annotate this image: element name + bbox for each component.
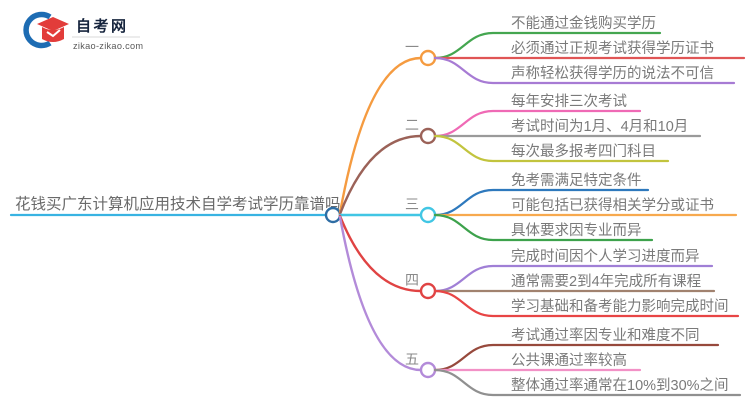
branch-5-item-1-text[interactable]: 考试通过率因专业和难度不同 [511, 327, 700, 344]
branch-1-node[interactable] [419, 49, 437, 67]
branch-4-node[interactable] [419, 282, 437, 300]
branch-4-item-3-line [433, 289, 740, 318]
root-topic[interactable]: 花钱买广东计算机应用技术自学考试学历靠谱吗 [9, 194, 342, 224]
logo-title: 自考网 [76, 17, 129, 35]
branch-5-label[interactable]: 五 [405, 351, 419, 367]
branch-2-curve [338, 134, 423, 216]
branch-3-item-3-text[interactable]: 具体要求因专业而异 [511, 222, 642, 239]
branch-2-item-3-line [433, 134, 670, 163]
branch-5-node[interactable] [419, 361, 437, 379]
branch-1-curve [338, 56, 423, 215]
branch-5-curve [338, 215, 423, 372]
branch-5: 五 考试通过率因专业和难度不同 公共课通过率较高 整体通过率通常在10%到30%… [338, 215, 742, 397]
branch-3-item-2-text[interactable]: 可能包括已获得相关学分或证书 [511, 197, 714, 214]
branch-3: 三 免考需满足特定条件 可能包括已获得相关学分或证书 具体要求因专业而异 [338, 172, 738, 242]
branch-1: 一 不能通过金钱购买学历 必须通过正规考试获得学历证书 声称轻松获得学历的说法不… [338, 15, 746, 215]
branch-4-item-1-text[interactable]: 完成时间因个人学习进度而异 [511, 248, 700, 265]
root-node[interactable] [324, 206, 342, 224]
graduation-cap-icon [37, 17, 69, 31]
branch-4-item-3-text[interactable]: 学习基础和备考能力影响完成时间 [511, 298, 729, 315]
branch-1-item-3-text[interactable]: 声称轻松获得学历的说法不可信 [511, 64, 714, 82]
branch-1-item-2-text[interactable]: 必须通过正规考试获得学历证书 [511, 40, 714, 57]
site-logo[interactable]: 自考网 zikao-zikao.com [23, 11, 143, 51]
branch-3-node[interactable] [419, 206, 437, 224]
root-topic-text[interactable]: 花钱买广东计算机应用技术自学考试学历靠谱吗 [15, 194, 341, 213]
branch-2-item-3-text[interactable]: 每次最多报考四门科目 [511, 143, 656, 160]
branch-4-item-2-text[interactable]: 通常需要2到4年完成所有课程 [511, 273, 701, 290]
branch-5-item-3-text[interactable]: 整体通过率通常在10%到30%之间 [511, 377, 729, 394]
branch-1-label[interactable]: 一 [405, 39, 419, 55]
branch-5-item-3-line [433, 368, 742, 397]
branch-5-item-2-text[interactable]: 公共课通过率较高 [511, 351, 627, 369]
branch-3-item-1-text[interactable]: 免考需满足特定条件 [511, 172, 642, 189]
branch-2-item-2-text[interactable]: 考试时间为1月、4月和10月 [511, 118, 688, 135]
logo-domain: zikao-zikao.com [73, 41, 143, 51]
branch-2-label[interactable]: 二 [405, 117, 419, 133]
branch-4: 四 完成时间因个人学习进度而异 通常需要2到4年完成所有课程 学习基础和备考能力… [338, 214, 740, 318]
branch-3-label[interactable]: 三 [405, 196, 419, 212]
branch-1-item-3-line [433, 56, 736, 85]
branch-2-node[interactable] [419, 127, 437, 145]
branch-4-curve [338, 214, 423, 293]
branch-3-item-3-line [433, 213, 654, 242]
branch-2-item-1-text[interactable]: 每年安排三次考试 [511, 93, 627, 110]
branch-4-label[interactable]: 四 [405, 272, 419, 288]
branch-2: 二 每年安排三次考试 考试时间为1月、4月和10月 每次最多报考四门科目 [338, 93, 702, 216]
logo-crescent-icon [23, 11, 52, 49]
cap-check-mark [46, 29, 61, 38]
branch-1-item-1-text[interactable]: 不能通过金钱购买学历 [511, 15, 656, 32]
